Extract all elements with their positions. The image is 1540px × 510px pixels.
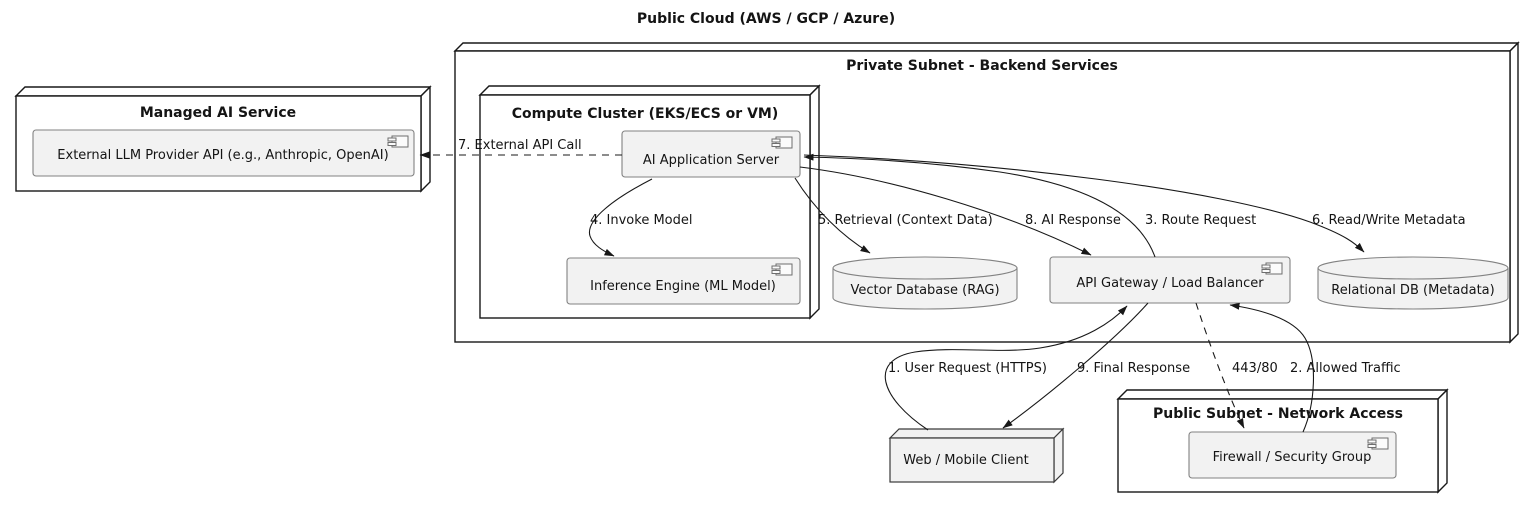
- component-icon: [1261, 262, 1283, 275]
- component-icon: [771, 136, 793, 149]
- node-web-mobile-client: Web / Mobile Client: [888, 427, 1065, 484]
- firewall-box: [1188, 431, 1397, 479]
- inference-engine-box: [566, 257, 801, 305]
- web-client-top-face: [888, 428, 1065, 439]
- edge-5-label: 5. Retrieval (Context Data): [818, 213, 993, 228]
- external-llm-box: [32, 129, 415, 177]
- managed-ai-title: Managed AI Service: [140, 105, 296, 121]
- diagram-title: Public Cloud (AWS / GCP / Azure): [637, 11, 895, 27]
- compute-cluster-top-face: [478, 85, 821, 96]
- relational-db-body: [1317, 267, 1509, 310]
- vector-db-label: Vector Database (RAG): [850, 283, 999, 298]
- public-subnet-right-face: [1437, 388, 1448, 494]
- edge-7-external-api-call: 7. External API Call: [419, 138, 622, 159]
- component-api-gateway: API Gateway / Load Balancer: [1049, 256, 1291, 304]
- private-subnet-top-face: [453, 42, 1520, 52]
- app-server-label: AI Application Server: [643, 153, 780, 168]
- database-relational-db: Relational DB (Metadata): [1317, 256, 1509, 310]
- component-inference-engine: Inference Engine (ML Model): [566, 257, 801, 305]
- edge-9-line: [1002, 302, 1149, 429]
- managed-ai-right-face: [420, 85, 431, 193]
- firewall-label: Firewall / Security Group: [1213, 450, 1372, 465]
- compute-cluster-title: Compute Cluster (EKS/ECS or VM): [512, 106, 779, 122]
- edge-5-line: [794, 177, 871, 254]
- edge-4-invoke-model: 4. Invoke Model: [588, 178, 692, 257]
- web-client-front-face: [889, 437, 1055, 483]
- edge-10-line: [1195, 302, 1245, 429]
- edge-8-line: [799, 166, 1092, 256]
- edge-3-line: [803, 153, 1156, 258]
- component-ai-application-server: AI Application Server: [621, 130, 801, 178]
- public-subnet-title: Public Subnet - Network Access: [1153, 406, 1403, 422]
- web-client-label: Web / Mobile Client: [903, 453, 1028, 468]
- api-gateway-box: [1049, 256, 1291, 304]
- edge-4-label: 4. Invoke Model: [590, 213, 692, 228]
- edge-2-allowed-traffic: 2. Allowed Traffic: [1229, 302, 1401, 433]
- database-vector-db: Vector Database (RAG): [832, 256, 1018, 310]
- edge-3-route-request: 3. Route Request: [803, 153, 1256, 258]
- edge-1-label: 1. User Request (HTTPS): [888, 361, 1047, 376]
- vector-db-rim: [832, 256, 1018, 280]
- api-gateway-label: API Gateway / Load Balancer: [1076, 276, 1264, 291]
- edge-1-user-request: 1. User Request (HTTPS): [884, 305, 1128, 431]
- edge-10-label: 443/80: [1232, 361, 1278, 376]
- relational-db-rim: [1317, 256, 1509, 280]
- public-subnet-top-face: [1116, 389, 1449, 400]
- edge-10-ports-443-80: 443/80: [1195, 302, 1278, 429]
- vector-db-body: [832, 267, 1018, 310]
- private-subnet-right-face: [1509, 41, 1519, 344]
- managed-ai-top-face: [14, 86, 432, 97]
- web-client-right-face: [1053, 427, 1064, 484]
- edge-8-ai-response: 8. AI Response: [799, 166, 1121, 256]
- app-server-box: [621, 130, 801, 178]
- inference-engine-label: Inference Engine (ML Model): [590, 279, 776, 294]
- edge-6-label: 6. Read/Write Metadata: [1312, 213, 1466, 228]
- edge-4-line: [588, 178, 653, 257]
- edge-2-line: [1229, 302, 1315, 433]
- edge-8-label: 8. AI Response: [1025, 213, 1121, 228]
- external-llm-label: External LLM Provider API (e.g., Anthrop…: [57, 148, 388, 163]
- edge-9-label: 9. Final Response: [1077, 361, 1190, 376]
- edge-6-line: [803, 154, 1365, 253]
- edge-2-label: 2. Allowed Traffic: [1290, 361, 1401, 376]
- edge-5-retrieval: 5. Retrieval (Context Data): [794, 177, 993, 254]
- component-icon: [387, 135, 409, 148]
- private-subnet-title: Private Subnet - Backend Services: [846, 58, 1118, 74]
- component-external-llm-api: External LLM Provider API (e.g., Anthrop…: [32, 129, 415, 177]
- edge-1-line: [884, 305, 1128, 431]
- component-icon: [771, 263, 793, 276]
- edge-6-read-write-metadata: 6. Read/Write Metadata: [803, 154, 1466, 253]
- component-firewall: Firewall / Security Group: [1188, 431, 1397, 479]
- edge-7-label: 7. External API Call: [458, 138, 582, 153]
- relational-db-label: Relational DB (Metadata): [1331, 283, 1494, 298]
- edge-9-final-response: 9. Final Response: [1002, 302, 1190, 429]
- edge-3-label: 3. Route Request: [1145, 213, 1256, 228]
- component-icon: [1367, 437, 1389, 450]
